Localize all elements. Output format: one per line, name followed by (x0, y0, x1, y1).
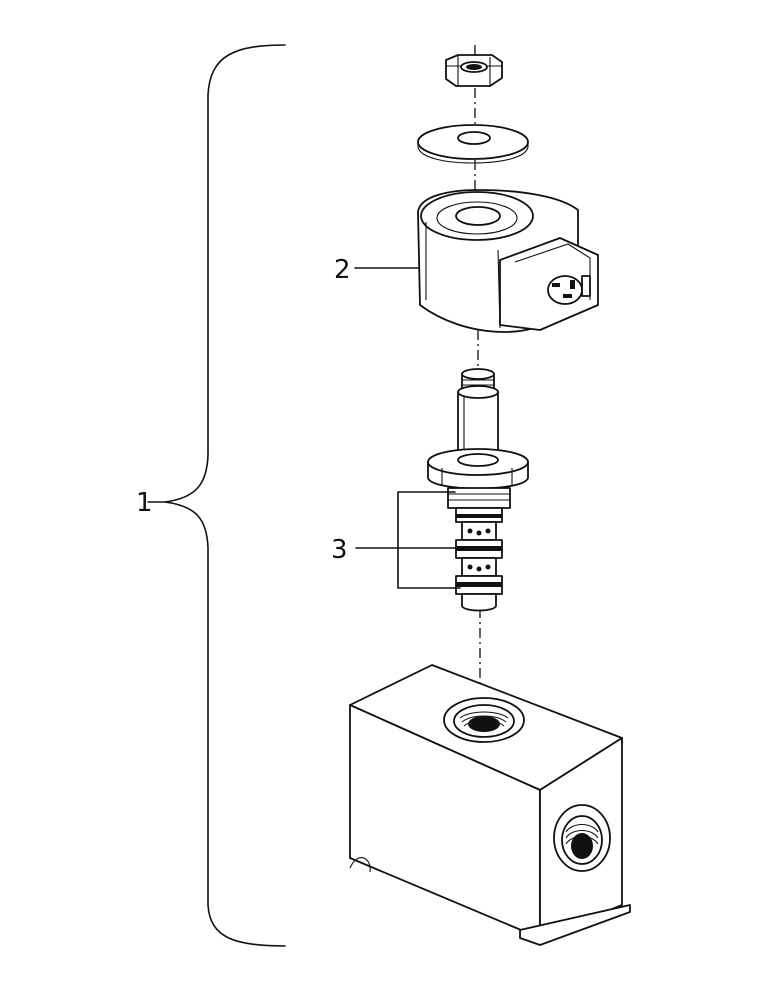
callout-2-label: 2 (334, 255, 351, 285)
callout-3-label: 3 (331, 535, 348, 565)
valve-body-part (349, 664, 631, 946)
nut-part (445, 54, 503, 87)
callout-1-label: 1 (136, 488, 153, 518)
seals-bracket (355, 491, 461, 589)
valve-cartridge-part (427, 368, 529, 612)
solenoid-coil-part (417, 189, 599, 333)
washer-part (417, 124, 529, 164)
assembly-brace (147, 44, 286, 947)
